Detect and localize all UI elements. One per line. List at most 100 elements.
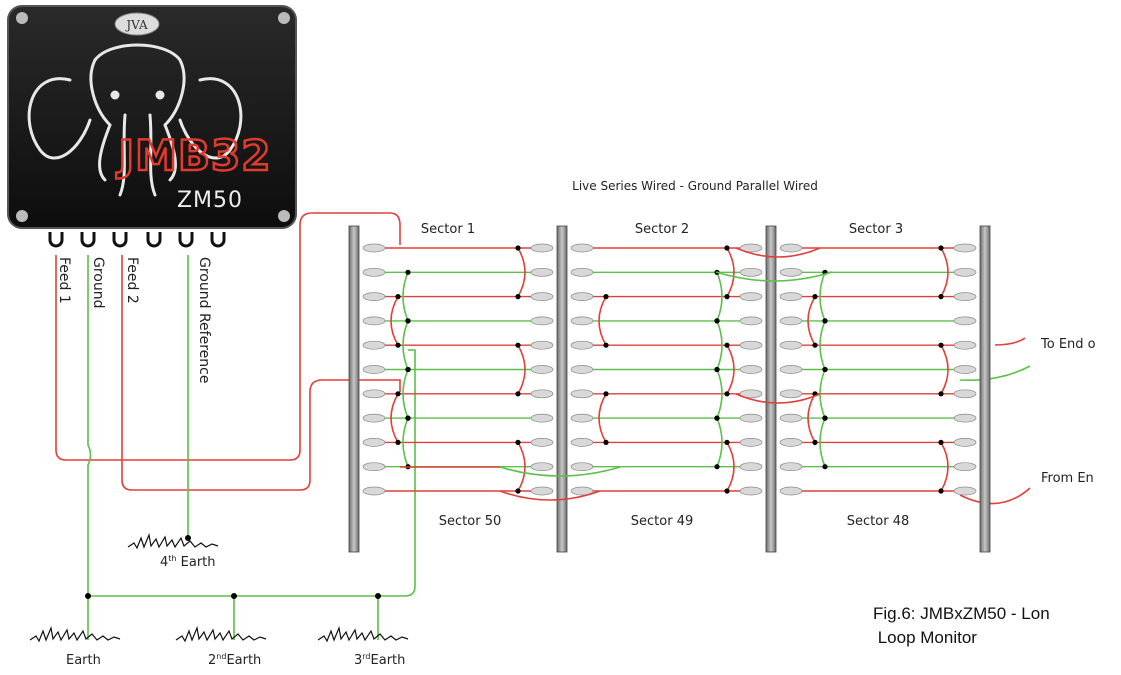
elephant-logo-icon bbox=[27, 43, 243, 197]
insulator bbox=[779, 267, 803, 277]
insulator bbox=[953, 486, 977, 496]
fence-post bbox=[556, 225, 568, 553]
insulator bbox=[570, 438, 594, 447]
grass-icons bbox=[29, 532, 409, 643]
insulator bbox=[570, 486, 594, 496]
junction-dot bbox=[938, 488, 944, 494]
terminal-label-ground-reference: Ground Reference bbox=[196, 257, 212, 383]
insulator bbox=[570, 243, 594, 253]
fence-post bbox=[348, 225, 360, 553]
insulator bbox=[362, 438, 386, 447]
insulator bbox=[570, 413, 594, 423]
insulator bbox=[570, 292, 594, 301]
junction-dot bbox=[515, 488, 521, 494]
jumper-lead bbox=[726, 247, 735, 297]
insulator bbox=[953, 389, 977, 399]
insulator bbox=[530, 462, 554, 472]
fence-sections bbox=[348, 225, 1031, 553]
insulator bbox=[530, 292, 554, 301]
from-end-live-wire bbox=[959, 487, 1031, 505]
jumper-lead bbox=[402, 271, 409, 322]
insulator bbox=[953, 462, 977, 472]
fence-post bbox=[979, 225, 991, 553]
earth-label-4th: 4th Earth bbox=[160, 554, 216, 570]
terminal-label-ground: Ground bbox=[90, 257, 106, 309]
jumper-lead bbox=[517, 344, 526, 395]
insulator bbox=[530, 389, 554, 399]
insulator bbox=[779, 486, 803, 496]
insulator bbox=[779, 462, 803, 472]
insulator bbox=[530, 486, 554, 496]
insulator bbox=[362, 413, 386, 423]
insulator bbox=[570, 389, 594, 399]
junction-dot bbox=[603, 294, 609, 300]
energizer-device: JVA JMB32 ZM50 bbox=[7, 5, 297, 229]
insulator bbox=[739, 316, 763, 326]
jumper-lead bbox=[726, 344, 735, 395]
junction-dot bbox=[724, 342, 730, 348]
insulator bbox=[953, 340, 977, 350]
junction-dot bbox=[395, 342, 401, 348]
wiring-title: Live Series Wired - Ground Parallel Wire… bbox=[572, 179, 818, 193]
device-submodel: ZM50 bbox=[177, 188, 243, 213]
jumper-lead bbox=[819, 369, 826, 419]
junction-dot bbox=[395, 391, 401, 397]
insulator bbox=[953, 267, 977, 277]
jumper-lead bbox=[819, 417, 826, 468]
insulator bbox=[739, 462, 763, 472]
jumper-lead bbox=[807, 296, 816, 346]
jumper-lead bbox=[402, 417, 409, 468]
fence-post bbox=[765, 225, 777, 553]
jumper-lead bbox=[517, 442, 526, 492]
to-end-live-wire bbox=[994, 337, 1026, 346]
jumper-lead bbox=[517, 247, 526, 297]
jumper-lead bbox=[598, 296, 607, 346]
insulator bbox=[953, 413, 977, 423]
insulator bbox=[362, 462, 386, 472]
junction-dot bbox=[812, 439, 818, 445]
junction-dot bbox=[822, 318, 828, 324]
insulator bbox=[739, 267, 763, 277]
terminal-loops bbox=[48, 232, 226, 248]
insulator bbox=[739, 413, 763, 423]
jumper-lead bbox=[819, 320, 826, 370]
insulator bbox=[739, 389, 763, 399]
cross-jumper bbox=[715, 271, 833, 282]
junction-dot bbox=[812, 294, 818, 300]
jumper-lead bbox=[807, 393, 816, 443]
insulator bbox=[739, 486, 763, 496]
junction-dot bbox=[395, 294, 401, 300]
junction-dot bbox=[405, 366, 411, 373]
insulator bbox=[739, 243, 763, 253]
insulator bbox=[362, 486, 386, 496]
cross-jumper bbox=[735, 247, 821, 258]
sector-label-2: Sector 2 bbox=[635, 222, 689, 237]
junction-dot bbox=[714, 464, 720, 470]
jumper-lead bbox=[726, 442, 735, 492]
junction-dot bbox=[938, 245, 944, 251]
earth-label-1st: Earth bbox=[66, 653, 101, 668]
figure-caption: Fig.6: JMBxZM50 - Lon Loop Monitor bbox=[873, 602, 1050, 650]
junction-dot bbox=[405, 269, 411, 275]
junction-dot bbox=[938, 391, 944, 397]
jumper-lead bbox=[390, 393, 399, 443]
insulator bbox=[530, 340, 554, 350]
jumper-lead bbox=[402, 369, 409, 419]
sector-label-1: Sector 1 bbox=[421, 222, 475, 237]
insulator bbox=[570, 462, 594, 472]
insulator bbox=[362, 389, 386, 399]
jumper-lead bbox=[390, 296, 399, 346]
junction-dot bbox=[812, 342, 818, 348]
insulator bbox=[570, 340, 594, 350]
to-end-label: To End o bbox=[1040, 337, 1096, 352]
insulator bbox=[362, 292, 386, 301]
junction-dot bbox=[603, 342, 609, 348]
device-model: JMB32 bbox=[116, 131, 272, 180]
junction-dot bbox=[724, 245, 730, 251]
insulator bbox=[739, 438, 763, 447]
junction-dot bbox=[515, 294, 521, 300]
insulator bbox=[779, 413, 803, 423]
insulator bbox=[530, 243, 554, 253]
sector-label-49: Sector 49 bbox=[631, 514, 693, 529]
junction-dot bbox=[515, 342, 521, 348]
